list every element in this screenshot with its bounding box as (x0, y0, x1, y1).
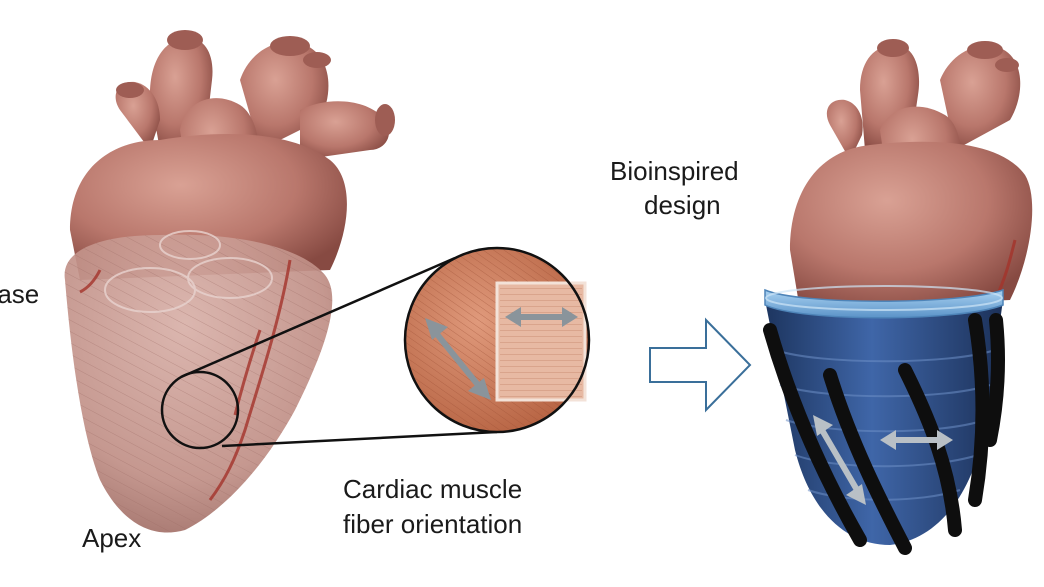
zoom-connector-lines (180, 256, 498, 448)
label-base: Base (0, 279, 39, 309)
label-bioinspired-line1: Bioinspired (610, 156, 739, 186)
left-heart (64, 30, 395, 533)
fiber-direction-arrows (425, 307, 578, 400)
text-labels: Base Apex Cardiac muscle fiber orientati… (0, 156, 739, 553)
right-heart-body (790, 141, 1033, 310)
right-heart-with-sleeve (763, 39, 1033, 555)
coronary-vessels (79, 259, 292, 501)
actuation-direction-arrows (813, 415, 953, 505)
transition-arrow (649, 317, 752, 413)
magnified-tissue (403, 246, 591, 434)
soft-robotic-sleeve (763, 285, 1005, 555)
label-bioinspired-line2: design (644, 190, 721, 220)
label-fiber-orientation-line2: fiber orientation (343, 509, 522, 539)
magnified-region-marker (160, 370, 240, 450)
label-apex: Apex (82, 523, 141, 553)
label-fiber-orientation-line1: Cardiac muscle (343, 474, 522, 504)
sleeve-rim (764, 288, 1004, 319)
valve-rings (104, 230, 273, 313)
tissue-patch (495, 281, 587, 402)
